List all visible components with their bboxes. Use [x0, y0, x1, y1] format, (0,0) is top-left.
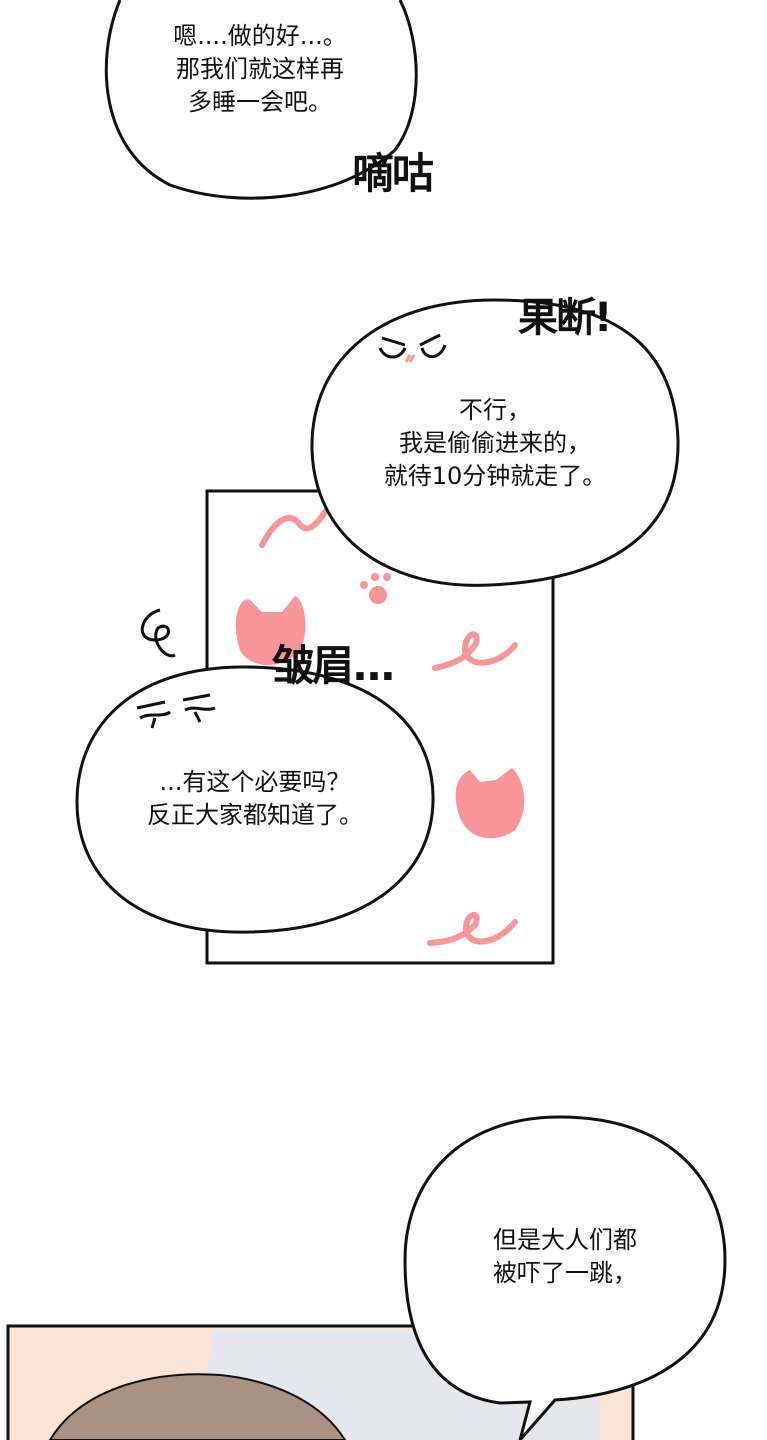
- speech-bubble-3: [75, 665, 435, 934]
- hair-shape: [48, 1373, 347, 1440]
- sfx-snuggle: 嘀咕: [352, 149, 434, 198]
- speech-bubble-2: [310, 298, 680, 587]
- cat-head-shapes: [235, 573, 525, 839]
- bubble-2-text: 不行， 我是偷偷进来的， 就待10分钟就走了。: [383, 396, 607, 490]
- sfx-frown: 皱眉...: [272, 641, 396, 690]
- bubble-4-text: 但是大人们都 被吓了一跳，: [493, 1226, 637, 1287]
- swirl-doodle: [140, 608, 176, 658]
- pink-decorations: [259, 502, 518, 946]
- sfx-decisive: 果断!: [518, 295, 612, 341]
- speech-bubble-1: [104, 0, 418, 200]
- speech-bubble-4: [403, 1115, 727, 1440]
- bubble-1-text: 嗯....做的好...。 那我们就这样再 多睡一会吧。: [173, 22, 347, 116]
- annoyed-face-doodle: [378, 333, 447, 363]
- frown-face-doodle: [136, 693, 216, 729]
- bubble-3-text: ...有这个必要吗？ 反正大家都知道了。: [147, 768, 363, 829]
